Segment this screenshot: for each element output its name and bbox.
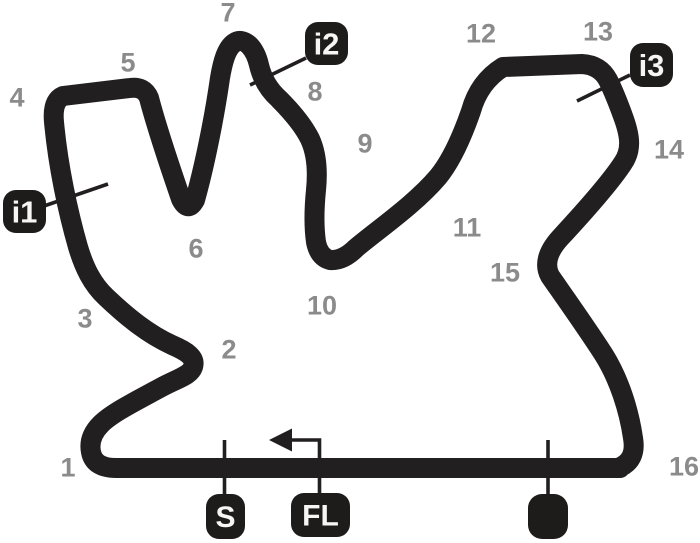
turn-label-6: 6 xyxy=(188,234,203,264)
finish-badge: FL xyxy=(291,493,350,537)
turn-label-1: 1 xyxy=(60,453,75,483)
turn-label-7: 7 xyxy=(220,0,235,28)
turn-label-5: 5 xyxy=(120,48,135,78)
sector3-tick xyxy=(576,73,631,103)
start-badge: S xyxy=(206,494,245,539)
sector-badge-i1-label: i1 xyxy=(12,195,38,230)
turn-label-2: 2 xyxy=(221,335,236,365)
direction-arrow-icon xyxy=(269,428,292,452)
finish-line-tick xyxy=(291,438,322,493)
track-outline xyxy=(43,30,644,478)
turn-label-14: 14 xyxy=(654,135,684,165)
sector1-tick xyxy=(43,182,109,208)
turn-label-3: 3 xyxy=(77,304,92,334)
turn-label-8: 8 xyxy=(307,77,322,107)
turn-label-10: 10 xyxy=(307,291,337,321)
turn-label-16: 16 xyxy=(669,452,699,482)
sector-badge-i1: i1 xyxy=(3,190,46,233)
pit-badge xyxy=(528,494,568,539)
finish-badge-label: FL xyxy=(302,500,339,533)
turn-label-9: 9 xyxy=(357,129,372,159)
turn-label-11: 11 xyxy=(453,213,482,243)
sector-badge-i3: i3 xyxy=(630,43,673,87)
turn-label-12: 12 xyxy=(466,19,496,49)
sector2-tick xyxy=(249,56,307,87)
sector-badge-i2-label: i2 xyxy=(314,27,340,62)
sector-badge-i2: i2 xyxy=(305,22,348,65)
turn-label-4: 4 xyxy=(9,83,24,113)
turn-label-15: 15 xyxy=(490,258,520,288)
turn-label-13: 13 xyxy=(583,17,613,47)
start-badge-label: S xyxy=(215,501,235,534)
sector-badge-i3-label: i3 xyxy=(639,48,665,83)
